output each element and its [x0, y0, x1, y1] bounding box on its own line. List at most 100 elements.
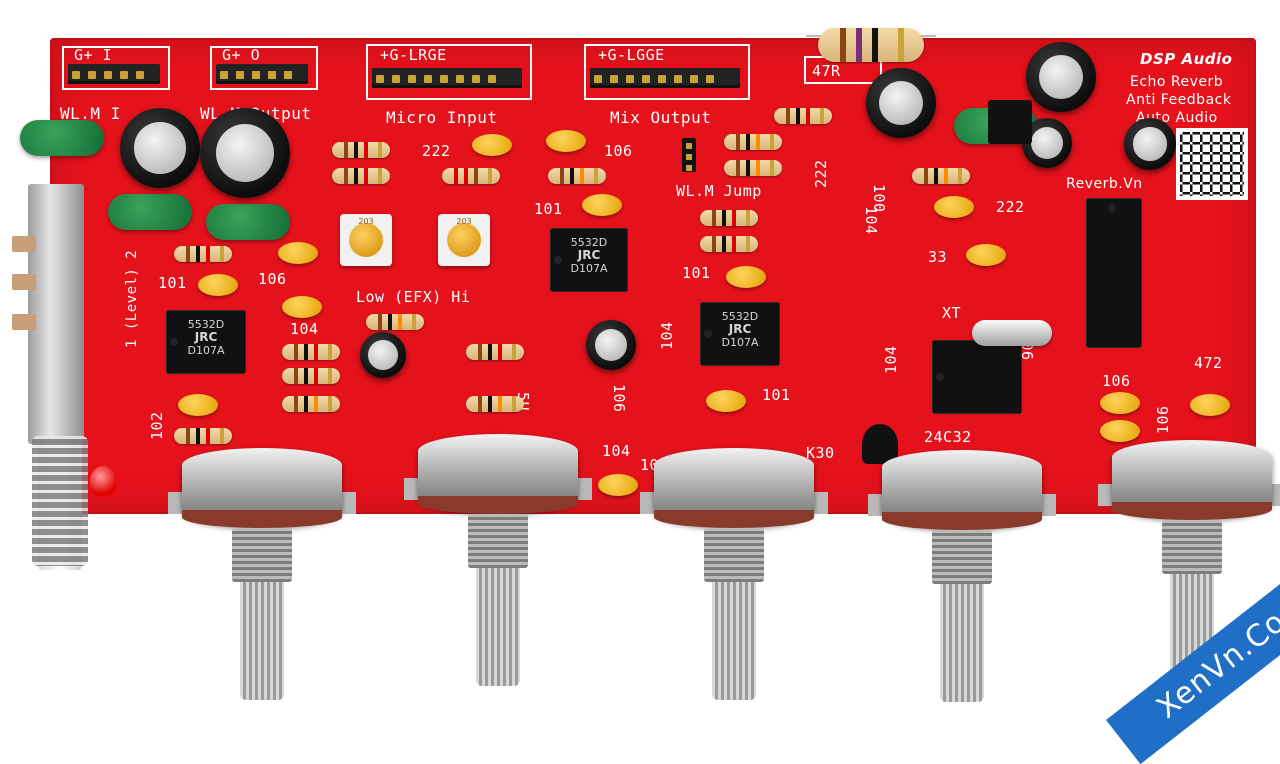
ceramic-capacitor: [178, 394, 218, 416]
resistor: [454, 344, 536, 360]
feature-label: Anti Feedback: [1126, 92, 1232, 108]
film-capacitor: [206, 204, 290, 240]
opamp-chip: 5532D JRC D107A: [550, 228, 628, 292]
chip-part: 5532D: [570, 236, 608, 249]
electrolytic-capacitor: [586, 320, 636, 370]
chip-maker: JRC: [728, 322, 752, 336]
ceramic-capacitor: [278, 242, 318, 264]
ceramic-capacitor: [1100, 392, 1140, 414]
component-mark: 106: [610, 384, 628, 413]
dsp-chip: [1086, 198, 1142, 348]
resistor: [536, 168, 618, 184]
electrolytic-capacitor: [200, 108, 290, 198]
ceramic-capacitor: [546, 130, 586, 152]
chip-code: D107A: [721, 336, 759, 349]
film-capacitor: [108, 194, 192, 230]
brand-label: DSP Audio: [1140, 50, 1233, 68]
pot-shaft[interactable]: [240, 582, 284, 700]
header-label: WL.M I: [60, 104, 121, 123]
chip-notch: [704, 330, 712, 338]
resistor: [762, 108, 844, 124]
resistor: [270, 368, 352, 384]
header-box-micro-input: [366, 44, 532, 100]
trimmer-value: 203: [456, 217, 472, 226]
header-pins: [216, 64, 308, 84]
header-pins-label: +G-LRGE: [380, 46, 447, 64]
resistor: [320, 168, 402, 184]
trimmer-low[interactable]: 203: [340, 214, 392, 266]
push-switch[interactable]: [12, 184, 90, 570]
pcb-board: G+ I WL.M I G+ O WL.M Output +G-LRGE Mic…: [20, 38, 1256, 514]
trimmer-value: 203: [358, 217, 374, 226]
pot-shaft[interactable]: [712, 582, 756, 700]
crystal-oscillator: [972, 320, 1052, 346]
chip-notch: [1108, 204, 1116, 212]
website-label: Reverb.Vn: [1066, 176, 1143, 192]
chip-notch: [936, 373, 944, 381]
component-mark: 106: [604, 142, 633, 160]
chip-maker: JRC: [577, 248, 601, 262]
electrolytic-capacitor: [1124, 118, 1176, 170]
component-mark: 106: [1102, 372, 1131, 390]
ceramic-capacitor: [582, 194, 622, 216]
trimmer-hi[interactable]: 203: [438, 214, 490, 266]
chip-notch: [170, 338, 178, 346]
resistor: [354, 314, 436, 330]
level-label: 1 (Level) 2: [124, 249, 140, 348]
ceramic-capacitor: [282, 296, 322, 318]
header-label: Micro Input: [386, 108, 498, 127]
header-box-mix-output: [584, 44, 750, 100]
eeprom-chip: [932, 340, 1022, 414]
ceramic-capacitor: [1190, 394, 1230, 416]
component-mark: 222: [812, 159, 830, 188]
transistor-label: K30: [806, 444, 835, 462]
component-mark: 472: [1194, 354, 1223, 372]
component-mark: 106: [1154, 405, 1172, 434]
pot-shaft[interactable]: [476, 568, 520, 686]
opamp-chip: 5532D JRC D107A: [700, 302, 780, 366]
chip-notch: [554, 256, 562, 264]
voltage-regulator: [988, 100, 1032, 144]
component-mark: 101: [762, 386, 791, 404]
resistor: [162, 428, 244, 444]
component-mark: 222: [996, 198, 1025, 216]
ceramic-capacitor: [1100, 420, 1140, 442]
resistor: [270, 396, 352, 412]
jumper-pins[interactable]: [682, 138, 696, 172]
component-mark: 33: [928, 248, 948, 266]
resistor: [712, 160, 794, 176]
chip-code: D107A: [570, 262, 608, 275]
transistor: [862, 424, 898, 464]
component-mark: 104: [602, 442, 631, 460]
resistor-value-label: 47R: [812, 62, 841, 80]
resistor: [712, 134, 794, 150]
resistor-47r: [806, 28, 936, 62]
component-mark: 106: [258, 270, 287, 288]
resistor: [320, 142, 402, 158]
header-box-wlm-output: [210, 46, 318, 90]
component-mark: 101: [534, 200, 563, 218]
eeprom-label: 24C32: [924, 428, 972, 446]
component-mark: 101: [158, 274, 187, 292]
component-mark: 104: [882, 345, 900, 374]
header-pins-label: G+ O: [222, 46, 261, 64]
switch-pin: [12, 274, 36, 290]
ceramic-capacitor: [598, 474, 638, 496]
pot-shaft[interactable]: [940, 584, 984, 702]
switch-pin: [12, 314, 36, 330]
resistor: [430, 168, 512, 184]
resistor: [900, 168, 982, 184]
component-mark: 104: [290, 320, 319, 338]
header-label: Mix Output: [610, 108, 712, 127]
electrolytic-capacitor: [1026, 42, 1096, 112]
switch-body: [28, 184, 84, 444]
chip-part: 5532D: [187, 318, 225, 331]
status-led: [90, 466, 116, 496]
component-mark: 104: [658, 321, 676, 350]
ceramic-capacitor: [472, 134, 512, 156]
electrolytic-capacitor: [120, 108, 200, 188]
resistor: [270, 344, 352, 360]
resistor: [162, 246, 244, 262]
header-pins: [372, 68, 522, 88]
ceramic-capacitor: [966, 244, 1006, 266]
